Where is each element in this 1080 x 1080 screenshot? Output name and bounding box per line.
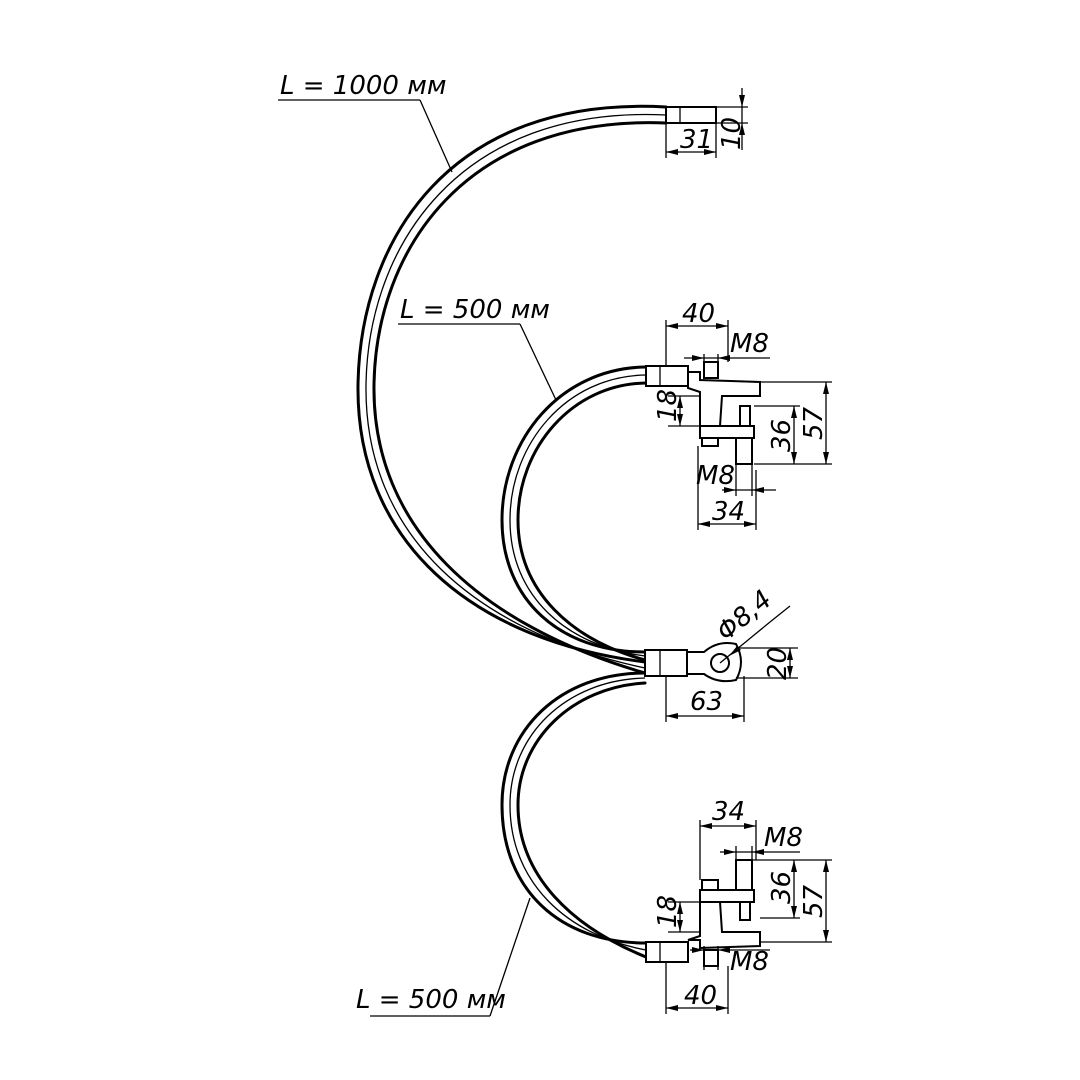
center-cable-lug: [644, 642, 742, 683]
top-cable-lug: [665, 106, 717, 124]
dim-top-lug-length: 31: [680, 125, 713, 155]
dim-upper-clamp-height-57: 57: [799, 406, 829, 440]
dim-lower-clamp-width-40: 40: [684, 981, 717, 1011]
dim-lower-clamp-thread-top: M8: [764, 823, 803, 853]
cable-500-lower: [500, 671, 648, 959]
dim-lower-clamp-height-57: 57: [799, 884, 829, 918]
cable-1000-length-label: L = 1000 мм: [280, 71, 446, 101]
cable-500-lower-length-label: L = 500 мм: [356, 985, 506, 1015]
dim-lower-clamp-thread-bottom: M8: [730, 947, 769, 977]
dim-upper-clamp-thread-bottom: M8: [696, 461, 735, 491]
lower-clamp: [645, 859, 761, 967]
dim-lower-clamp-height-18: 18: [653, 895, 683, 928]
dim-upper-clamp-height-18: 18: [653, 389, 683, 422]
cable-1000: [356, 104, 668, 675]
leader-lines: [278, 99, 557, 1017]
upper-clamp: [645, 361, 761, 465]
dim-lug-length-63: 63: [690, 687, 723, 717]
dim-top-lug-height: 10: [717, 117, 747, 150]
dim-upper-clamp-width-34: 34: [712, 497, 745, 527]
cable-500-upper: [500, 365, 648, 662]
dim-lug-hole-diameter: Φ8,4: [711, 585, 778, 648]
dim-upper-clamp-width-40: 40: [682, 299, 715, 329]
dim-upper-clamp-thread-top: M8: [730, 329, 769, 359]
dim-lower-clamp-height-36: 36: [767, 871, 797, 904]
dim-lower-clamp-width-34: 34: [712, 797, 745, 827]
dim-upper-clamp-height-36: 36: [767, 419, 797, 452]
cable-500-upper-length-label: L = 500 мм: [400, 295, 550, 325]
dim-lug-height-20: 20: [763, 647, 793, 680]
dimension-arrows: [666, 95, 829, 1011]
